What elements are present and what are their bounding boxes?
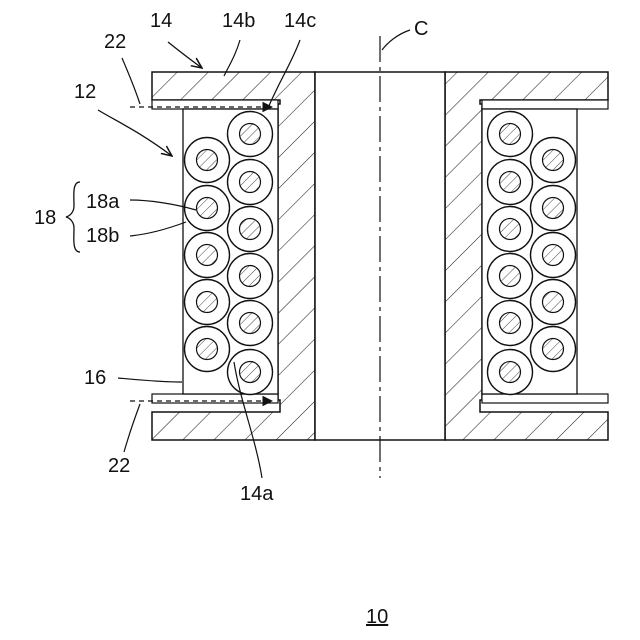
turn-left-a-1-conductor: [197, 198, 218, 219]
turn-left-b-2-conductor: [240, 219, 261, 240]
leader-14: [168, 42, 202, 68]
label-12: 12: [74, 81, 96, 103]
turn-right-a-0-conductor: [500, 124, 521, 145]
turn-right-b-0-conductor: [543, 150, 564, 171]
spacer-top-right: [482, 100, 608, 109]
label-22-bottom: 22: [108, 455, 130, 477]
spacer-top-left: [152, 100, 278, 109]
turn-left-a-3-conductor: [197, 292, 218, 313]
turn-right-a-3-conductor: [500, 266, 521, 287]
turn-right-b-4-conductor: [543, 339, 564, 360]
label-18: 18: [34, 207, 56, 229]
label-14b: 14b: [222, 10, 255, 32]
turn-left-b-3-conductor: [240, 266, 261, 287]
label-14a: 14a: [240, 483, 274, 505]
leader-22-top: [122, 58, 140, 104]
turn-right-a-1-conductor: [500, 172, 521, 193]
label-14c: 14c: [284, 10, 316, 32]
figure-number: 10: [366, 606, 388, 628]
label-22-top: 22: [104, 31, 126, 53]
turn-right-b-1-conductor: [543, 198, 564, 219]
brace-18: [66, 182, 80, 252]
turn-left-a-0-conductor: [197, 150, 218, 171]
turn-right-a-4-conductor: [500, 313, 521, 334]
leader-16: [118, 378, 182, 382]
label-16: 16: [84, 367, 106, 389]
spacer-bottom-left: [152, 394, 278, 403]
leader-18b: [130, 222, 186, 236]
spacer-bottom-right: [482, 394, 608, 403]
label-14: 14: [150, 10, 172, 32]
turn-right-b-2-conductor: [543, 245, 564, 266]
turn-left-b-0-conductor: [240, 124, 261, 145]
turn-left-b-5-conductor: [240, 362, 261, 383]
label-18a: 18a: [86, 191, 120, 213]
turn-right-a-2-conductor: [500, 219, 521, 240]
turn-left-b-4-conductor: [240, 313, 261, 334]
leader-12: [98, 110, 172, 156]
leader-14b: [224, 40, 240, 76]
label-C: C: [414, 18, 428, 40]
turn-left-b-1-conductor: [240, 172, 261, 193]
turn-right-b-3-conductor: [543, 292, 564, 313]
turn-left-a-4-conductor: [197, 339, 218, 360]
leader-22-bottom: [124, 404, 140, 452]
turn-left-a-2-conductor: [197, 245, 218, 266]
turn-right-a-5-conductor: [500, 362, 521, 383]
label-18b: 18b: [86, 225, 119, 247]
leader-C: [382, 30, 410, 50]
